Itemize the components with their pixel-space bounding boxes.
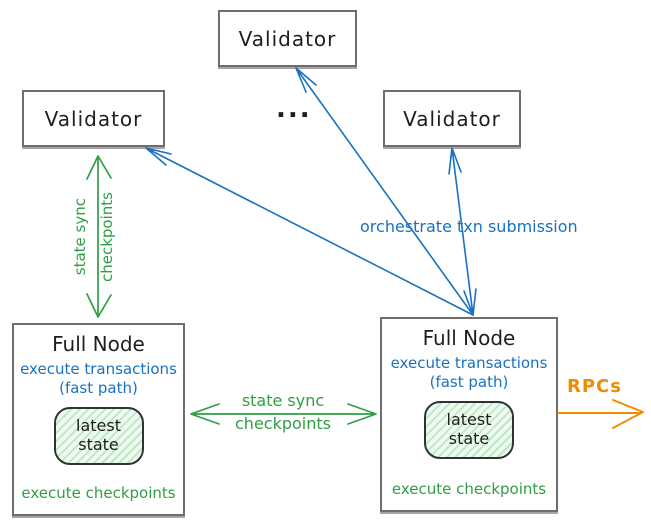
full-node-right-fast-path-line1: execute transactions — [390, 354, 548, 372]
validator-middle-label: Validator — [238, 26, 337, 51]
latest-state-left-box: latest state — [53, 406, 144, 465]
full-node-right-footer: execute checkpoints — [391, 480, 547, 498]
full-node-right-title: Full Node — [422, 326, 516, 350]
validator-left-label: Validator — [44, 106, 143, 131]
state-sync-vertical-label-line1: state sync — [71, 198, 89, 276]
state-sync-vertical-label-line2: checkpoints — [98, 192, 116, 282]
full-node-left-fast-path: execute transactions (fast path) — [20, 360, 177, 398]
full-node-left-fast-path-line2: (fast path) — [59, 378, 138, 397]
latest-state-right-line1: latest — [446, 410, 492, 430]
validator-right-box: Validator — [383, 90, 521, 147]
orchestrate-label: orchestrate txn submission — [360, 217, 578, 236]
validators-ellipsis: ... — [276, 94, 312, 124]
latest-state-right-line2: state — [448, 428, 490, 448]
latest-state-left-line2: state — [78, 434, 119, 454]
full-node-right-fast-path-line2: (fast path) — [429, 372, 509, 391]
latest-state-left-line1: latest — [76, 416, 121, 436]
full-node-right-fast-path: execute transactions (fast path) — [391, 354, 548, 392]
validator-left-box: Validator — [22, 90, 165, 147]
validator-right-label: Validator — [403, 106, 501, 131]
state-sync-vertical-labels: state sync checkpoints — [71, 162, 116, 312]
state-sync-horizontal-label-line1: state sync — [241, 391, 325, 410]
rpcs-arrow — [557, 399, 644, 429]
latest-state-right-box: latest state — [424, 400, 514, 459]
full-node-right-box: Full Node execute transactions (fast pat… — [380, 317, 558, 512]
full-node-left-title: Full Node — [52, 332, 145, 356]
state-sync-horizontal-label-line2: checkpoints — [235, 414, 331, 433]
full-node-left-fast-path-line1: execute transactions — [20, 360, 177, 378]
full-node-left-footer: execute checkpoints — [21, 484, 176, 502]
rpcs-label: RPCs — [567, 376, 622, 397]
full-node-left-box: Full Node execute transactions (fast pat… — [12, 323, 185, 516]
validator-middle-box: Validator — [218, 10, 357, 67]
